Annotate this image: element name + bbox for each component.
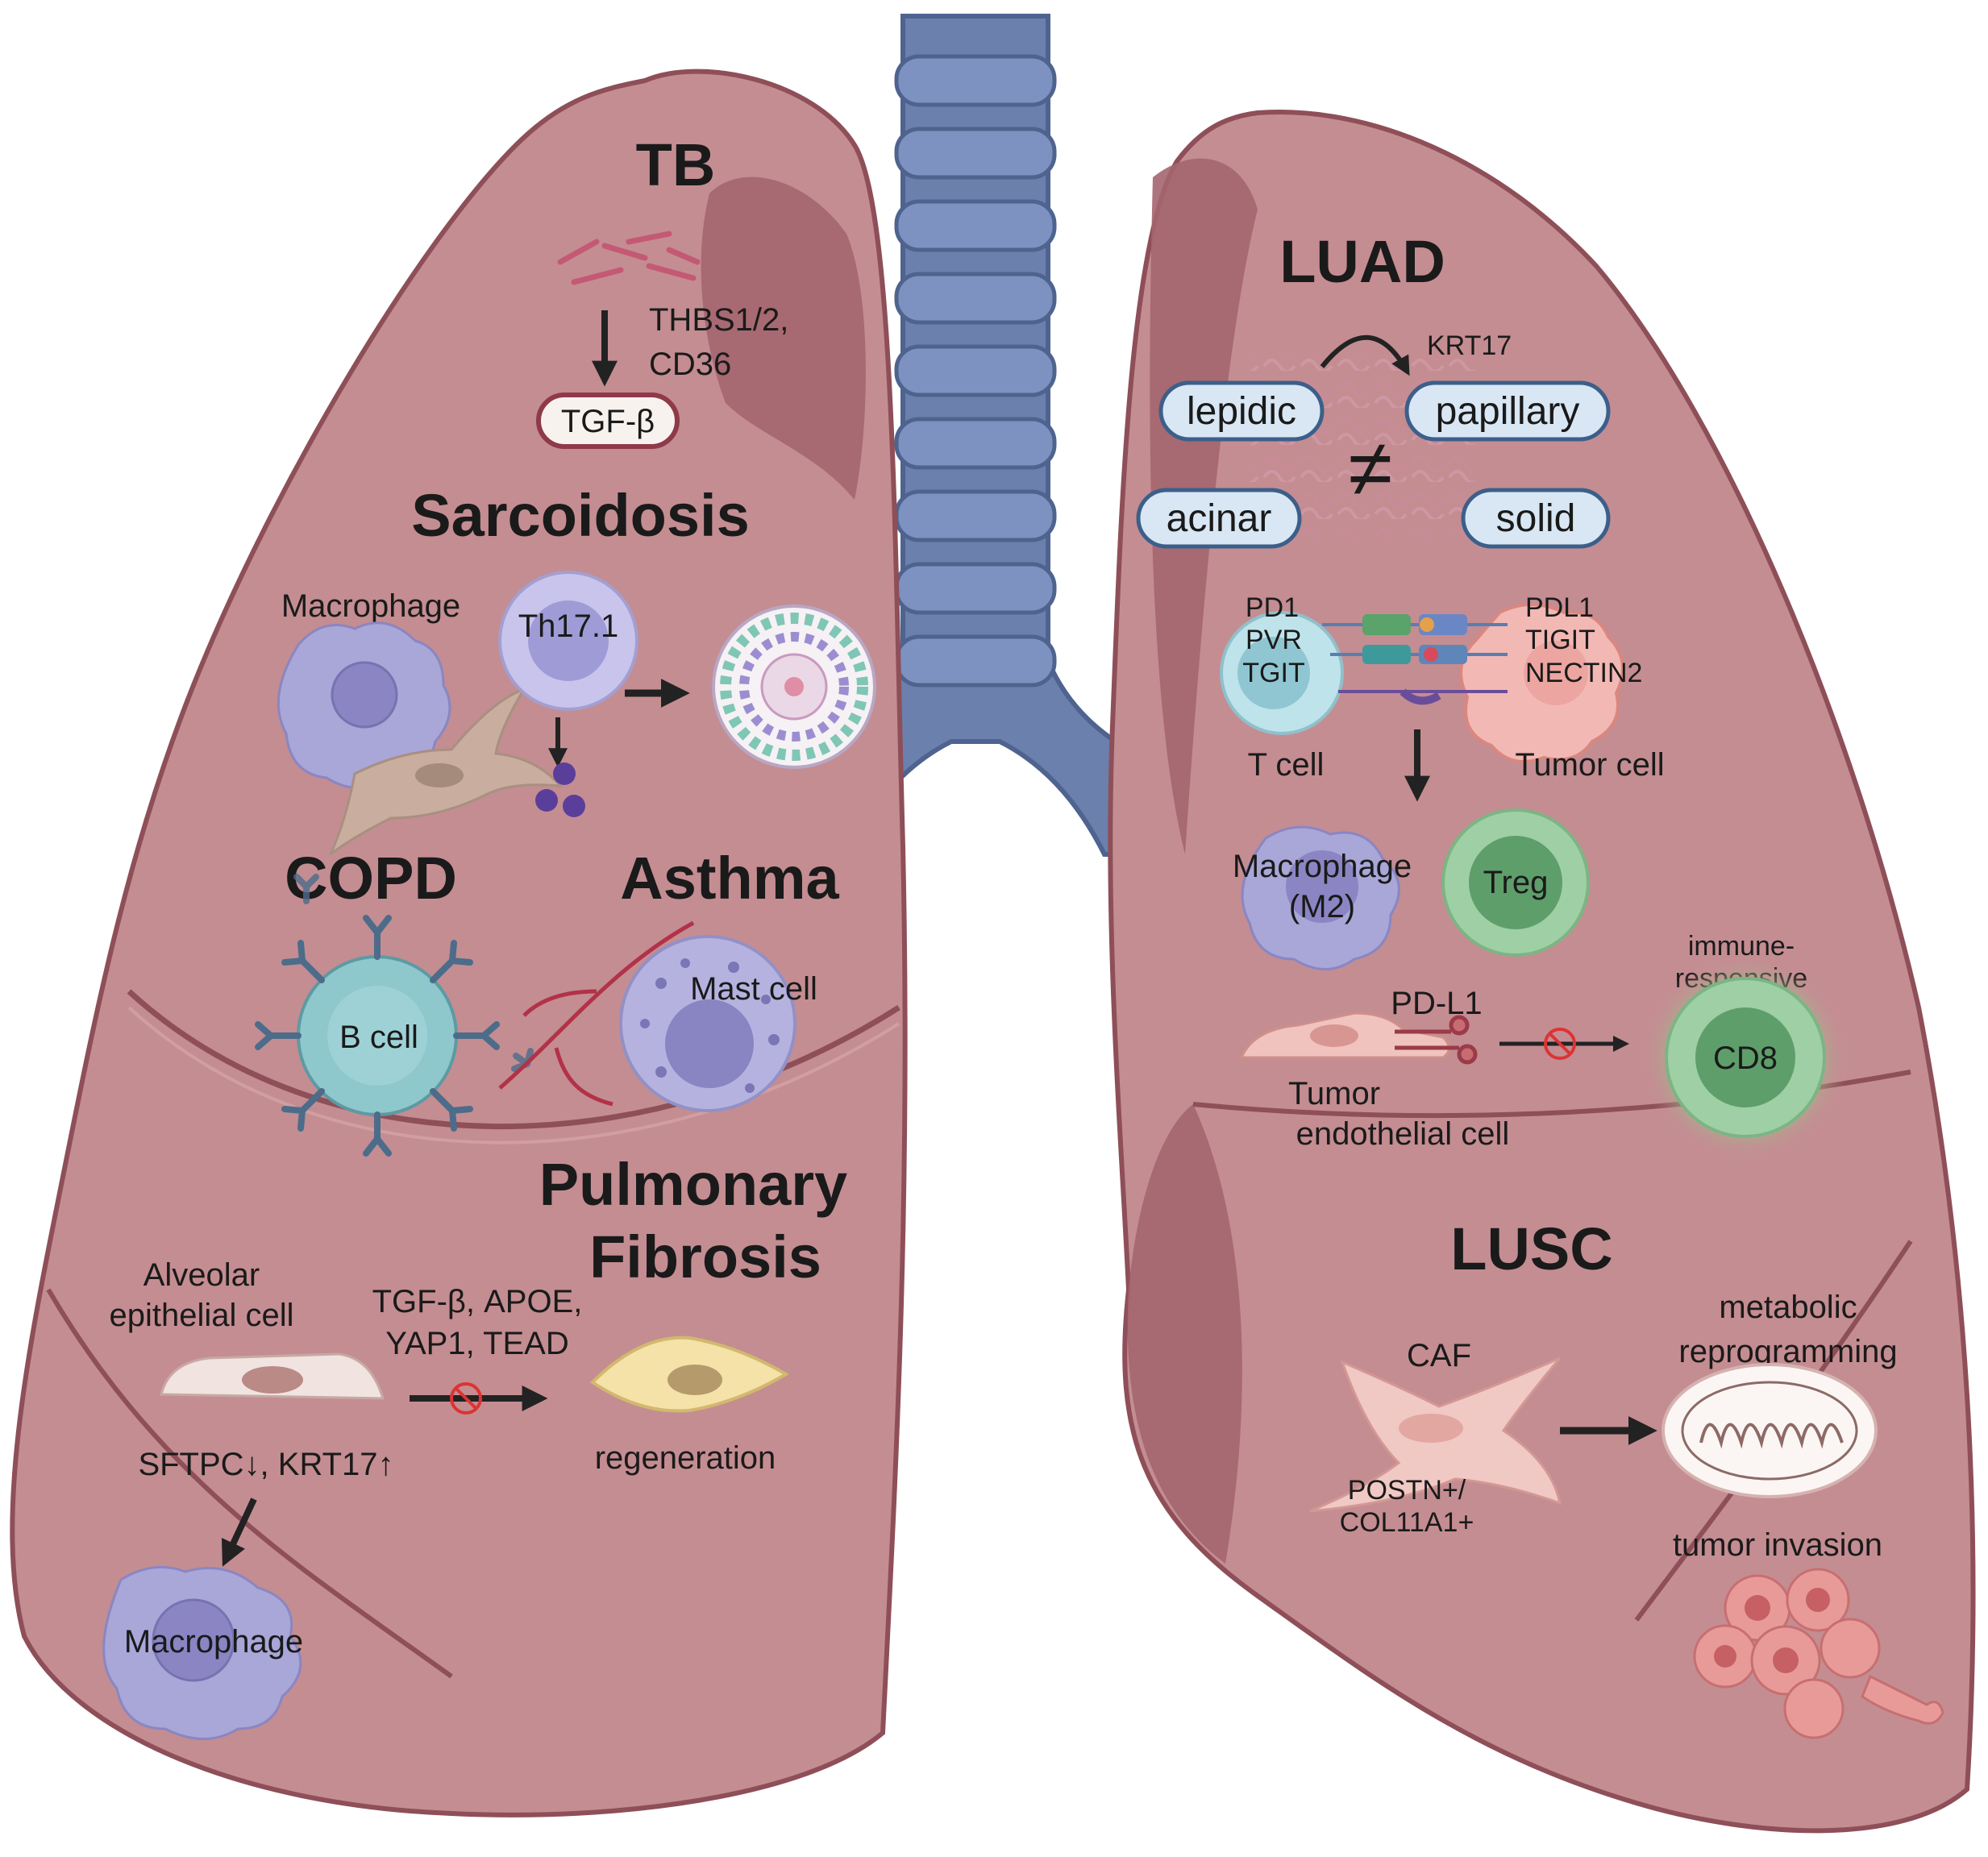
mitochondrion-icon — [1662, 1363, 1878, 1498]
fibroblast-icon — [329, 687, 564, 856]
tcell-marker-pd1: PD1 — [1246, 592, 1299, 623]
subtype-pill-papillary: papillary — [1404, 380, 1611, 442]
alveolar-line2: epithelial cell — [109, 1298, 293, 1333]
regeneration-label: regeneration — [595, 1440, 776, 1476]
mast-cell-label: Mast cell — [690, 971, 817, 1007]
treg-icon — [1441, 808, 1590, 957]
alveolar-line1: Alveolar — [143, 1257, 260, 1293]
tb-title: TB — [636, 131, 716, 198]
tcell-marker-pvr: PVR — [1246, 625, 1302, 655]
receptor-ligand-icon — [1322, 614, 1508, 705]
b-cell-icon — [297, 955, 458, 1116]
tumor-marker-pdl1: PDL1 — [1525, 592, 1594, 623]
fibrosis-macrophage-label: Macrophage — [124, 1624, 303, 1660]
tgf-beta-pill — [536, 393, 680, 449]
th17-cell-icon — [498, 571, 638, 711]
subtype-pill-lepidic: lepidic — [1158, 380, 1325, 442]
prohibition-icon — [1544, 1028, 1576, 1060]
tb-factor-line2: CD36 — [649, 347, 731, 382]
fibrosis-factors-line1: TGF-β, APOE, — [372, 1284, 583, 1319]
tec-line2: endothelial cell — [1296, 1116, 1510, 1152]
fibrosis-section: Pulmonary Fibrosis Alveolar epithelial c… — [102, 1151, 847, 1740]
regenerated-cell-icon — [589, 1336, 789, 1413]
cd8-cell-icon — [1665, 977, 1826, 1138]
treg-label: Treg — [1483, 865, 1549, 900]
t-cell-label: T cell — [1248, 747, 1325, 783]
macrophage-m2-line1: Macrophage — [1233, 849, 1412, 884]
macrophage-m2-line2: (M2) — [1289, 889, 1355, 924]
antibody-icon — [255, 874, 534, 1157]
fibrosis-markers: SFTPC↓, KRT17↑ — [138, 1447, 393, 1482]
caf-markers-line1: POSTN+/ — [1348, 1475, 1466, 1506]
tumor-cluster-icon — [1693, 1568, 1944, 1739]
b-cell-label: B cell — [339, 1020, 418, 1055]
svg-text:acinar: acinar — [1167, 497, 1272, 540]
t-cell-icon — [1220, 611, 1344, 735]
tb-section: TB THBS1/2, CD36 TGF-β — [536, 131, 788, 449]
lusc-title: LUSC — [1450, 1215, 1612, 1282]
subtype-pill-acinar: acinar — [1136, 488, 1302, 549]
right-lung — [1108, 110, 1976, 1834]
tumor-marker-nectin2: NECTIN2 — [1525, 658, 1642, 688]
svg-text:solid: solid — [1496, 497, 1576, 540]
tumor-marker-tigit: TIGIT — [1525, 625, 1595, 655]
macrophage-m2-icon — [1241, 825, 1400, 970]
sarcoidosis-section: Sarcoidosis Macrophage Th17.1 — [277, 482, 876, 856]
subtype-pill-solid: solid — [1461, 488, 1611, 549]
metabolic-line2: reprogramming — [1678, 1334, 1897, 1369]
mast-cell-icon — [619, 935, 796, 1112]
sarcoid-macrophage-label: Macrophage — [281, 588, 460, 624]
not-equal-symbol: ≠ — [1349, 423, 1393, 513]
tcell-marker-tgit: TGIT — [1242, 658, 1304, 688]
arrow-icon — [221, 1498, 257, 1567]
fibrosis-title-line2: Fibrosis — [589, 1223, 821, 1290]
caf-label: CAF — [1407, 1338, 1471, 1373]
caf-markers-line2: COL11A1+ — [1340, 1507, 1474, 1538]
blood-vessel-icon — [498, 920, 695, 1107]
th17-label: Th17.1 — [518, 609, 619, 644]
cytokine-dots-icon — [535, 762, 585, 817]
asthma-title: Asthma — [620, 845, 839, 912]
sarcoidosis-title: Sarcoidosis — [411, 482, 750, 549]
tumor-cell-icon — [1459, 603, 1624, 763]
svg-text:lepidic: lepidic — [1187, 390, 1296, 433]
lusc-section: LUSC CAF POSTN+/ COL11A1+ metabolic repr… — [1309, 1215, 1944, 1739]
tgf-beta-label: TGF-β — [561, 404, 655, 439]
metabolic-line1: metabolic — [1719, 1290, 1857, 1325]
macrophage-icon — [277, 621, 451, 789]
epithelial-cell-icon — [160, 1352, 385, 1400]
tumor-invasion-label: tumor invasion — [1673, 1527, 1882, 1563]
pd-l1-receptor-icon — [1395, 1015, 1478, 1065]
tumor-cell-label: Tumor cell — [1515, 747, 1664, 783]
tec-line1: Tumor — [1288, 1076, 1380, 1111]
fibrosis-title-line1: Pulmonary — [539, 1151, 847, 1218]
cd8-label: CD8 — [1713, 1041, 1778, 1076]
bacteria-icon — [557, 231, 701, 285]
fibrosis-factors-line2: YAP1, TEAD — [385, 1326, 569, 1361]
asthma-section: Asthma Mast cell — [498, 845, 840, 1112]
macrophage-icon — [102, 1565, 302, 1740]
luad-section: LUAD KRT17 lepidic papillary acinar soli… — [1136, 228, 1849, 1161]
granuloma-icon — [712, 604, 876, 769]
svg-text:papillary: papillary — [1436, 390, 1580, 433]
copd-section: COPD B cell — [255, 845, 534, 1157]
trachea-rings — [894, 54, 1057, 688]
pd-l1-label: PD-L1 — [1391, 986, 1482, 1021]
caf-icon — [1309, 1356, 1562, 1513]
luad-title: LUAD — [1279, 228, 1445, 295]
tb-factor-line1: THBS1/2, — [649, 302, 788, 338]
krt17-label: KRT17 — [1427, 330, 1512, 361]
arrow-icon — [1320, 334, 1410, 376]
prohibition-icon — [450, 1382, 482, 1415]
trachea — [811, 14, 1140, 857]
